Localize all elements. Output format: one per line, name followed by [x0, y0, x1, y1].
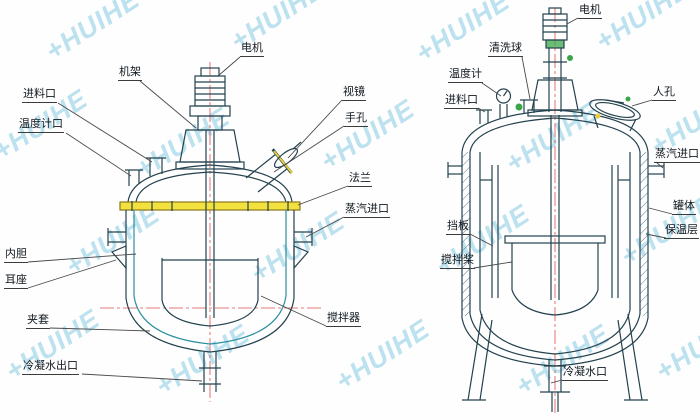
label-left-agitator: 搅拌器: [326, 312, 361, 327]
label-right-tank-body: 罐体: [672, 200, 696, 215]
label-left-flange: 法兰: [348, 172, 372, 187]
label-right-motor: 电机: [578, 4, 602, 19]
label-right-condensate-port: 冷凝水口: [562, 366, 608, 381]
left-reactor-vessel: [100, 62, 322, 402]
label-right-thermometer: 温度计: [448, 68, 483, 83]
label-right-baffle: 挡板: [446, 220, 470, 235]
label-right-stirring-paddle: 搅拌桨: [440, 254, 475, 269]
label-left-frame: 机架: [118, 66, 142, 81]
label-left-ear-seat: 耳座: [4, 274, 28, 289]
label-left-feed-inlet: 进料口: [22, 88, 57, 103]
label-left-jacket: 夹套: [26, 314, 50, 329]
label-left-sight-glass: 视镜: [342, 86, 366, 101]
label-left-inner-liner: 内胆: [4, 248, 28, 263]
label-right-manhole: 人孔: [652, 86, 676, 101]
label-right-steam-inlet: 蒸汽进口: [654, 148, 700, 163]
label-right-feed-inlet: 进料口: [444, 94, 479, 109]
label-left-condensate-outlet: 冷凝水出口: [22, 360, 79, 375]
label-left-hand-hole: 手孔: [344, 112, 368, 127]
label-left-thermometer-port: 温度计口: [18, 118, 64, 133]
label-left-steam-inlet: 蒸汽进口: [344, 203, 390, 218]
label-right-insulation-layer: 保温层: [664, 224, 699, 239]
label-right-cleaning-ball: 清洗球: [488, 42, 523, 57]
label-left-motor: 电机: [240, 42, 264, 57]
leader-lines: [27, 17, 673, 384]
